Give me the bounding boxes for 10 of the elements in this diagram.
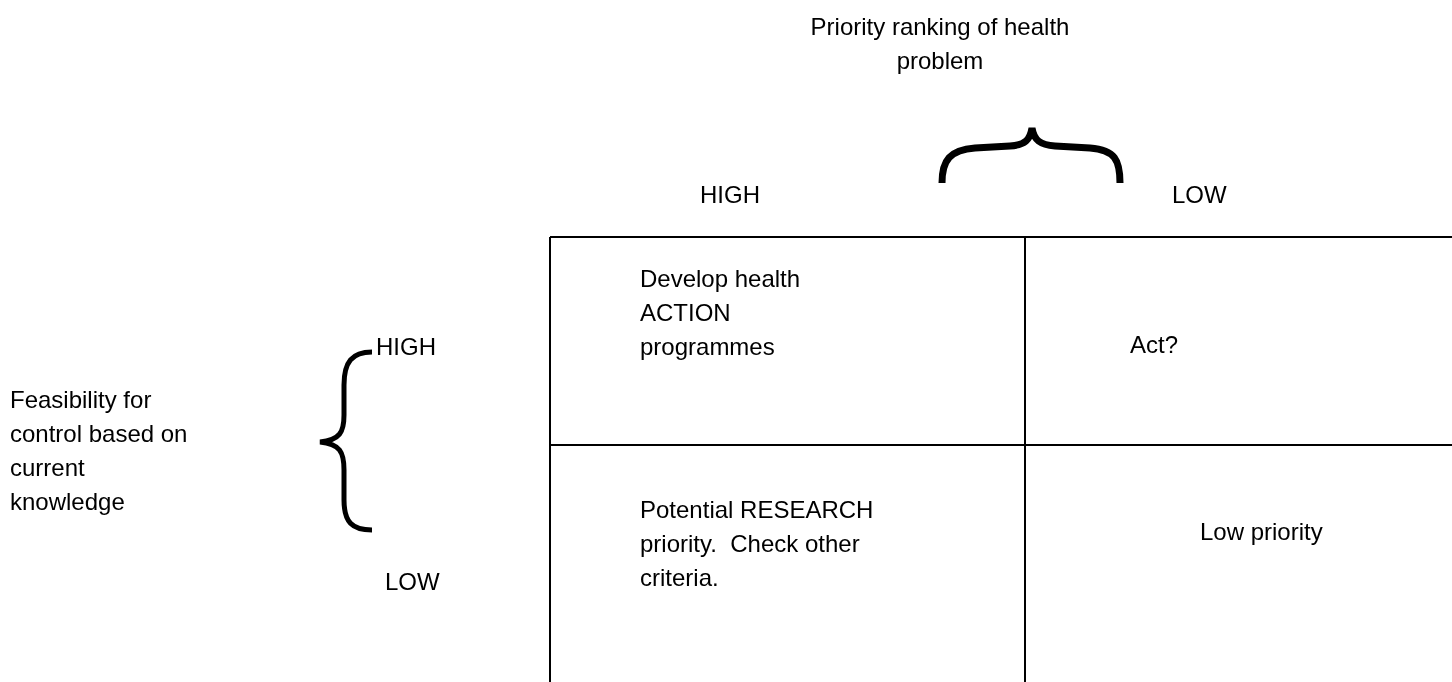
- row-heading: LOW: [385, 567, 441, 597]
- column-heading: HIGH: [700, 180, 761, 210]
- matrix-cell-text: Act?: [1130, 328, 1250, 362]
- axis-title: Feasibility for control based on current knowledge: [10, 385, 189, 517]
- matrix-cell-text: Potential RESEARCH priority. Check other criteria.: [640, 493, 890, 595]
- matrix-cell-text: Develop health ACTION programmes: [640, 262, 815, 364]
- axis-title: Priority ranking of health problem: [809, 12, 1071, 76]
- column-heading: LOW: [1172, 180, 1228, 210]
- matrix-cell-text: Low priority: [1200, 515, 1350, 549]
- row-heading: HIGH: [376, 332, 437, 362]
